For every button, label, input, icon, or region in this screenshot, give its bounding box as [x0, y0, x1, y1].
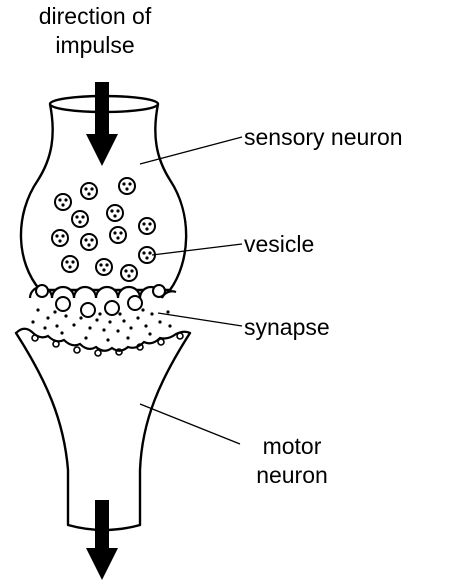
label-motor-neuron: motor neuron	[222, 432, 362, 490]
title-line-2: impulse	[0, 31, 190, 60]
synapse-dots	[31, 308, 171, 341]
label-motor-line-2: neuron	[222, 461, 362, 490]
title-line-1: direction of	[0, 2, 190, 31]
label-synapse: synapse	[244, 313, 330, 342]
leader-line-synapse	[158, 313, 242, 326]
motor-neuron-body	[16, 333, 190, 525]
receptor-bumps	[32, 333, 183, 356]
arrow-down-icon	[86, 500, 118, 580]
title-direction-of-impulse: direction of impulse	[0, 2, 190, 60]
label-sensory-neuron: sensory neuron	[244, 123, 403, 152]
label-motor-line-1: motor	[222, 432, 362, 461]
label-vesicle: vesicle	[244, 230, 314, 259]
